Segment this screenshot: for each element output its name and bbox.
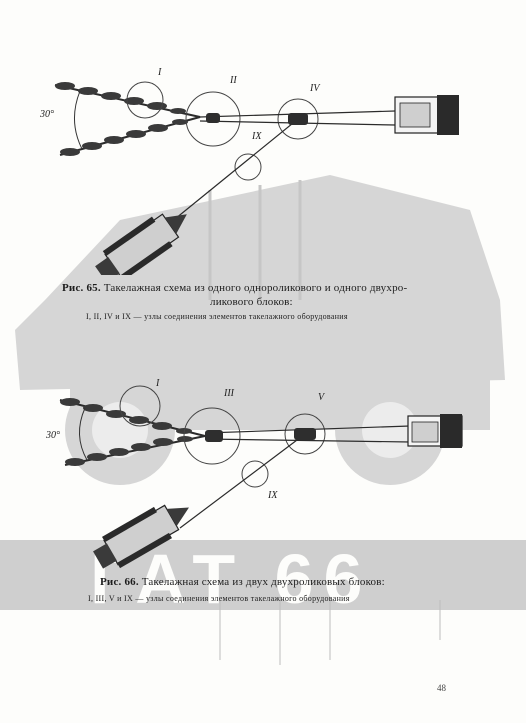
- node-label: I: [157, 67, 162, 78]
- node-label: IX: [267, 490, 278, 501]
- caption-line: Такелажная схема из одного однороликовог…: [103, 282, 408, 294]
- angle-label: 30°: [39, 109, 54, 120]
- node-label: II: [229, 75, 237, 86]
- caption-line: ликового блоков:: [210, 296, 293, 308]
- figure-number: Рис. 66.: [100, 576, 139, 588]
- node-label: I: [155, 378, 160, 389]
- figure-66-subcaption: I, III, V и IX — узлы соединения элемент…: [88, 594, 350, 603]
- node-label: V: [318, 392, 326, 403]
- figure-65-diagram: 30°: [39, 67, 459, 275]
- node-label: III: [223, 388, 235, 399]
- figure-66-caption: Рис. 66. Такелажная схема из двух двухро…: [100, 576, 520, 589]
- figure-66-diagram: 30° I III V IX: [45, 378, 463, 569]
- figure-number: Рис. 65.: [62, 282, 101, 294]
- node-label: IV: [309, 83, 321, 94]
- caption-line: Такелажная схема из двух двухроликовых б…: [141, 576, 385, 588]
- angle-label: 30°: [45, 430, 60, 441]
- node-label: IX: [251, 131, 262, 142]
- figure-65-subcaption: I, II, IV и IX — узлы соединения элемент…: [86, 312, 348, 321]
- figure-65-caption: Рис. 65. Такелажная схема из одного одно…: [62, 282, 482, 295]
- page-number: 48: [437, 683, 446, 693]
